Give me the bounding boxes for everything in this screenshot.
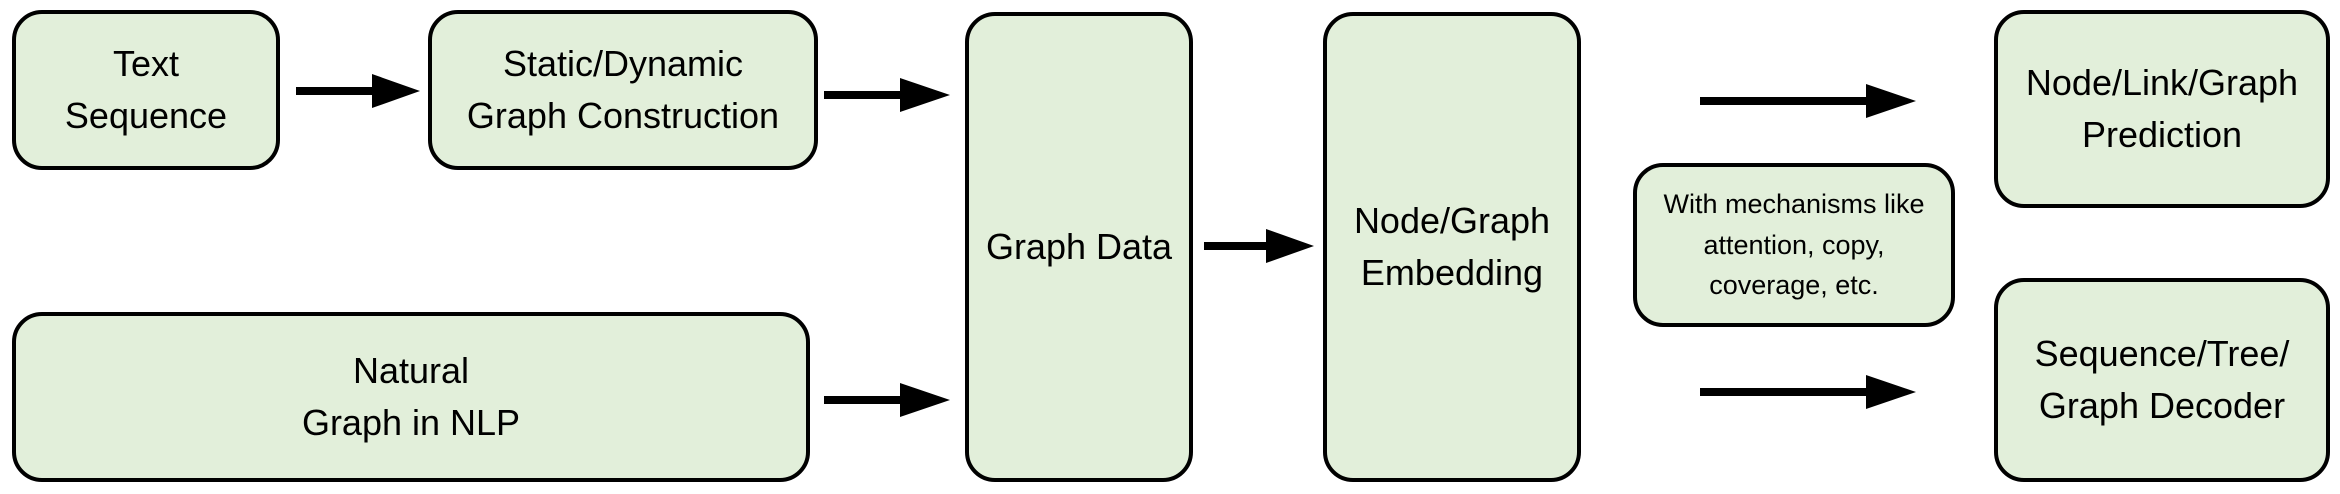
graph-construction-line-2: Graph Construction [466,95,780,136]
mechanisms-line-1: With mechanisms like [1663,189,1925,220]
prediction-line-2: Prediction [2081,114,2243,155]
natural-graph-node: Natural Graph in NLP [12,312,810,482]
arrow-to-decoder [1700,375,1916,409]
graph-construction-node: Static/Dynamic Graph Construction [428,10,818,170]
text-sequence-node: Text Sequence [12,10,280,170]
natural-graph-line-2: Graph in NLP [301,402,521,443]
arrow-to-prediction [1700,84,1916,118]
arrow-construction-to-graph-data [824,78,950,112]
prediction-line-1: Node/Link/Graph [2025,61,2299,103]
prediction-node: Node/Link/Graph Prediction [1994,10,2330,208]
text-sequence-line-2: Sequence [64,95,228,136]
decoder-line-2: Graph Decoder [2038,385,2286,426]
text-sequence-line-1: Text [112,42,180,84]
decoder-line-1: Sequence/Tree/ [2034,332,2290,374]
mechanisms-line-3: coverage, etc. [1709,270,1879,301]
graph-data-label: Graph Data [985,225,1173,267]
natural-graph-line-1: Natural [352,349,470,391]
embedding-line-2: Embedding [1360,252,1544,293]
arrow-graph-data-to-embedding [1204,229,1314,263]
arrow-text-to-construction [296,74,420,108]
embedding-line-1: Node/Graph [1353,199,1551,241]
embedding-node: Node/Graph Embedding [1323,12,1581,482]
decoder-node: Sequence/Tree/ Graph Decoder [1994,278,2330,482]
mechanisms-node: With mechanisms like attention, copy, co… [1633,163,1955,327]
graph-construction-line-1: Static/Dynamic [502,42,744,84]
arrow-natural-to-graph-data [824,383,950,417]
graph-data-node: Graph Data [965,12,1193,482]
mechanisms-line-2: attention, copy, [1703,229,1885,260]
